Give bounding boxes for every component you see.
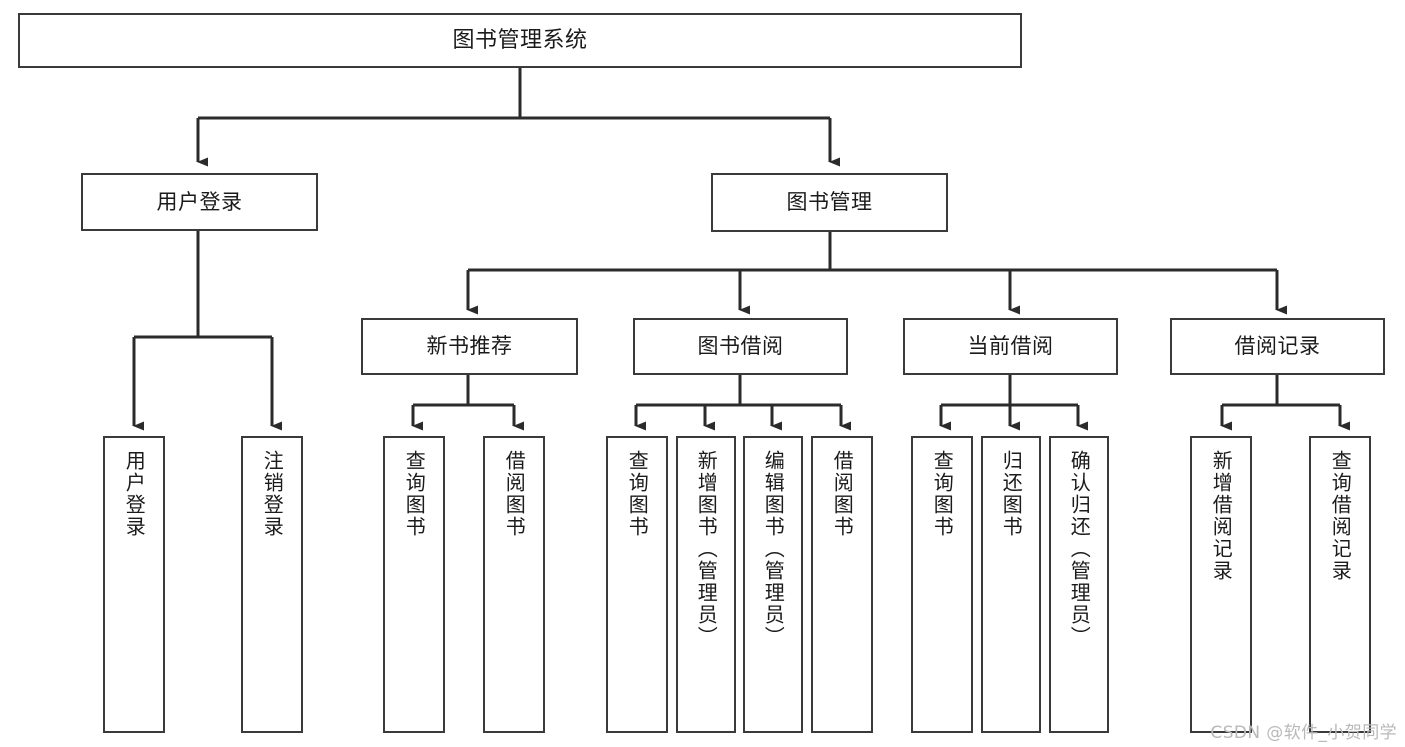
node-label: 注销登录 <box>260 450 285 538</box>
node-label: 新增图书（管理员） <box>694 450 719 648</box>
node-label: 查询图书 <box>930 450 955 538</box>
node-current-borrow[interactable]: 当前借阅 <box>903 318 1118 375</box>
leaf-query-borrow-record[interactable]: 查询借阅记录 <box>1309 436 1371 733</box>
node-book-management[interactable]: 图书管理 <box>711 173 948 232</box>
node-borrow-record[interactable]: 借阅记录 <box>1170 318 1385 375</box>
node-label: 归还图书 <box>999 450 1024 538</box>
node-label: 编辑图书（管理员） <box>761 450 786 648</box>
node-label: 图书管理 <box>786 190 873 215</box>
node-label: 借阅图书 <box>502 450 527 538</box>
leaf-add-book-admin[interactable]: 新增图书（管理员） <box>676 436 736 733</box>
node-label: 用户登录 <box>156 189 243 214</box>
leaf-borrow-book-nb[interactable]: 借阅图书 <box>483 436 545 733</box>
leaf-user-login[interactable]: 用户登录 <box>103 436 165 733</box>
watermark: CSDN @软件_小贺同学 <box>1210 723 1397 743</box>
leaf-confirm-return-admin[interactable]: 确认归还（管理员） <box>1049 436 1109 733</box>
leaf-return-book[interactable]: 归还图书 <box>981 436 1041 733</box>
node-label: 新增借阅记录 <box>1209 450 1234 582</box>
node-label: 新书推荐 <box>426 334 513 359</box>
leaf-query-book-nb[interactable]: 查询图书 <box>383 436 445 733</box>
node-book-borrow[interactable]: 图书借阅 <box>633 318 848 375</box>
node-label: 当前借阅 <box>967 334 1054 359</box>
leaf-edit-book-admin[interactable]: 编辑图书（管理员） <box>743 436 803 733</box>
node-user-login[interactable]: 用户登录 <box>81 173 318 231</box>
node-label: 查询图书 <box>625 450 650 538</box>
leaf-query-book-cb[interactable]: 查询图书 <box>911 436 973 733</box>
node-root-book-management-system[interactable]: 图书管理系统 <box>18 13 1022 68</box>
node-label: 查询借阅记录 <box>1328 450 1353 582</box>
node-label: 查询图书 <box>402 450 427 538</box>
leaf-add-borrow-record[interactable]: 新增借阅记录 <box>1190 436 1252 733</box>
node-label: 借阅图书 <box>830 450 855 538</box>
node-label: 借阅记录 <box>1234 334 1321 359</box>
node-label: 确认归还（管理员） <box>1067 450 1092 648</box>
node-label: 图书管理系统 <box>452 27 588 53</box>
leaf-logout[interactable]: 注销登录 <box>241 436 303 733</box>
leaf-borrow-book-bb[interactable]: 借阅图书 <box>811 436 873 733</box>
node-label: 用户登录 <box>122 450 147 538</box>
leaf-query-book-bb[interactable]: 查询图书 <box>606 436 668 733</box>
node-new-book-recommend[interactable]: 新书推荐 <box>361 318 578 375</box>
node-label: 图书借阅 <box>697 334 784 359</box>
